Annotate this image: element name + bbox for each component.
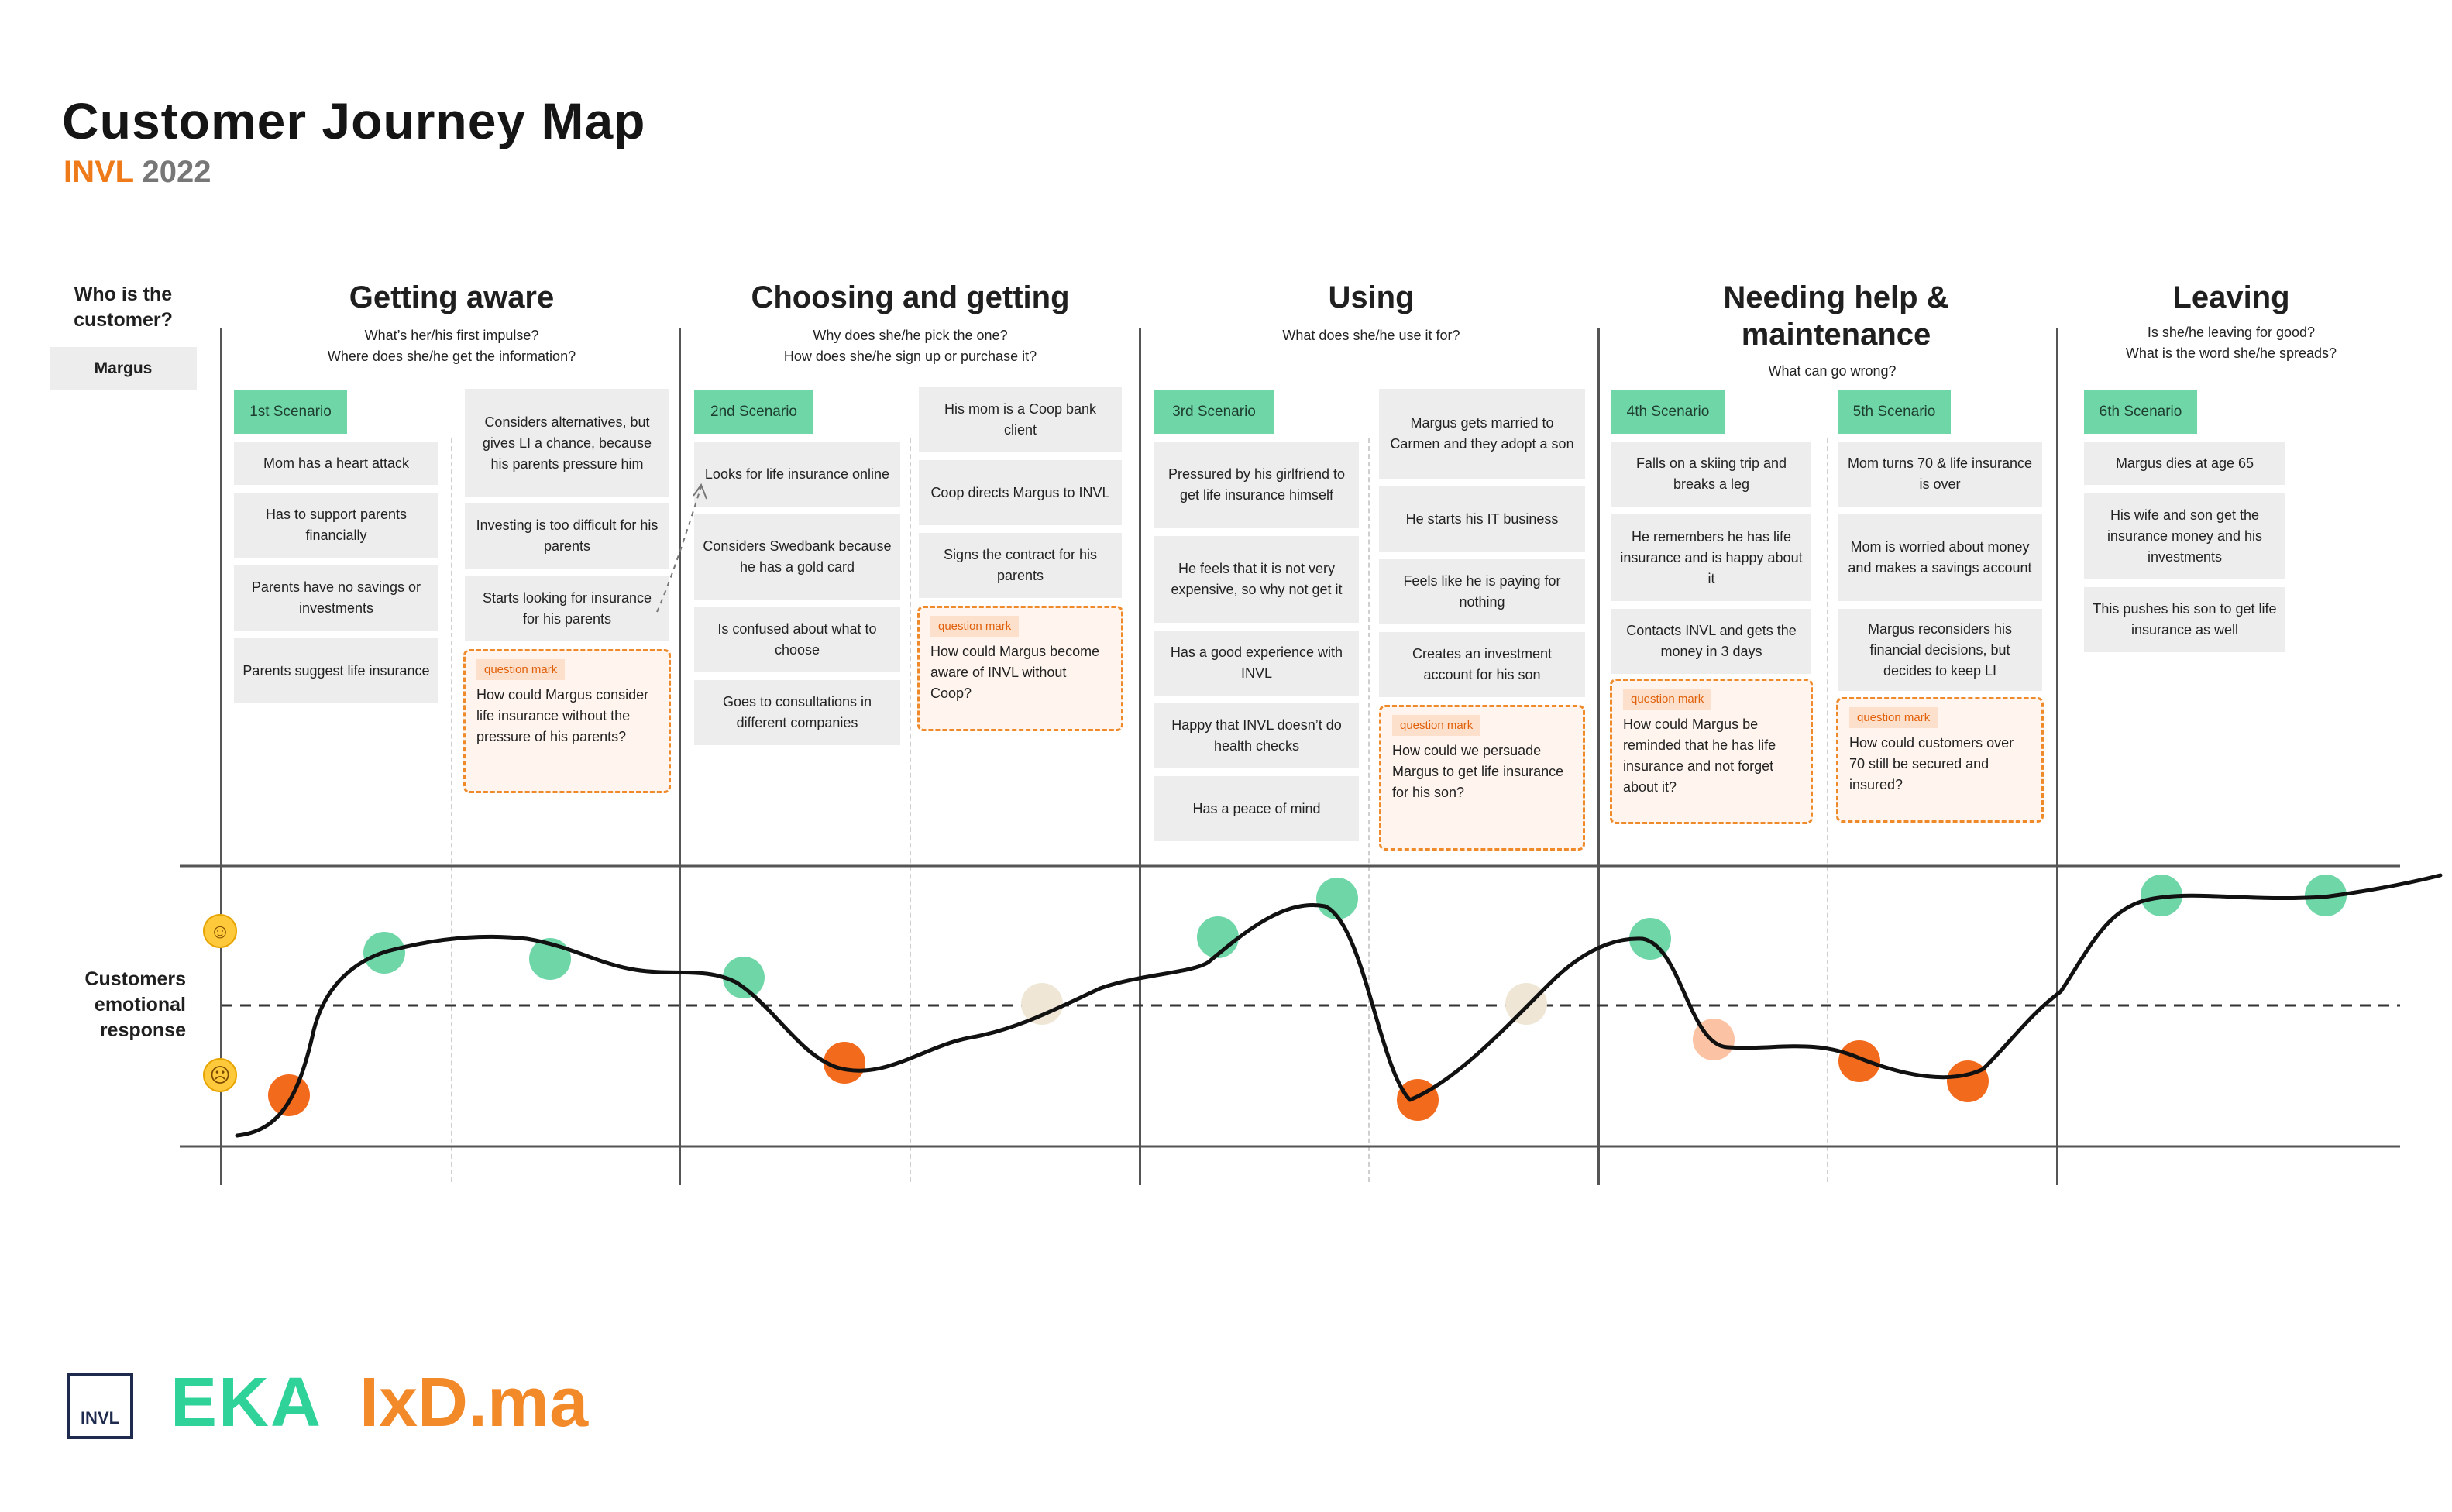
- page-subtitle: INVL 2022: [64, 155, 211, 190]
- column-divider: [451, 438, 452, 1182]
- stage-questions: Is she/he leaving for good? What is the …: [2125, 325, 2337, 361]
- emotion-point-negative: [824, 1042, 865, 1084]
- question-card: question mark How could Margus become aw…: [917, 606, 1123, 731]
- emotion-point-negative: [268, 1074, 310, 1116]
- journey-card: Margus reconsiders his financial decisio…: [1838, 609, 2042, 691]
- emotion-point-neutral: [1505, 983, 1547, 1025]
- journey-card: Margus gets married to Carmen and they a…: [1379, 389, 1585, 479]
- journey-card: He starts his IT business: [1379, 486, 1585, 552]
- journey-card: Happy that INVL doesn’t do health checks: [1154, 703, 1359, 768]
- scenario-tag: 5th Scenario: [1838, 390, 1951, 434]
- customer-name: Margus: [50, 347, 197, 390]
- stage-divider: [679, 328, 681, 1185]
- stage-divider: [1139, 328, 1141, 1185]
- journey-card: Investing is too difficult for his paren…: [465, 503, 669, 569]
- question-tag: question mark: [1392, 715, 1481, 736]
- scenario-tag: 3rd Scenario: [1154, 390, 1274, 434]
- connector-arrow: [656, 486, 702, 613]
- journey-card: Mom has a heart attack: [234, 442, 438, 485]
- stage-divider: [220, 328, 222, 1185]
- stage-questions: Why does she/he pick the one? How does s…: [783, 328, 1037, 364]
- question-card: question mark How could Margus consider …: [463, 649, 671, 793]
- journey-card: Signs the contract for his parents: [919, 533, 1122, 598]
- arrow-head: [693, 483, 707, 500]
- journey-card: Looks for life insurance online: [694, 442, 900, 507]
- stage-title: Choosing and getting: [751, 280, 1070, 314]
- stage-divider: [2056, 328, 2058, 1185]
- journey-card: Mom turns 70 & life insurance is over: [1838, 442, 2042, 507]
- journey-card: Considers alternatives, but gives LI a c…: [465, 389, 669, 497]
- emotion-point-positive: [2141, 875, 2182, 916]
- stage-title: Using: [1328, 280, 1415, 314]
- year: 2022: [142, 155, 211, 189]
- journey-card: He feels that it is not very expensive, …: [1154, 536, 1359, 623]
- emotion-point-positive: [723, 957, 765, 998]
- question-text: How could Margus be reminded that he has…: [1623, 716, 1776, 795]
- question-text: How could we persuade Margus to get life…: [1392, 743, 1564, 800]
- journey-card: Has a good experience with INVL: [1154, 631, 1359, 696]
- journey-card: This pushes his son to get life insuranc…: [2084, 587, 2285, 652]
- journey-card: Creates an investment account for his so…: [1379, 632, 1585, 697]
- question-card: question mark How could Margus be remind…: [1610, 679, 1813, 824]
- stage-title: Leaving: [2172, 280, 2290, 314]
- emotion-point-neutral: [1021, 983, 1063, 1025]
- journey-card: Margus dies at age 65: [2084, 442, 2285, 485]
- journey-card: Contacts INVL and gets the money in 3 da…: [1611, 609, 1811, 674]
- journey-card: Goes to consultations in different compa…: [694, 680, 900, 745]
- scenario-tag: 1st Scenario: [234, 390, 347, 434]
- emotion-label: Customers emotional response: [84, 968, 186, 1041]
- scenario-tag: 4th Scenario: [1611, 390, 1725, 434]
- ixd-logo: IxD.ma: [359, 1364, 589, 1442]
- stage-divider: [1597, 328, 1600, 1185]
- journey-card: Is confused about what to choose: [694, 607, 900, 672]
- who-label: Who is the customer?: [74, 284, 173, 331]
- journey-card: Pressured by his girlfriend to get life …: [1154, 442, 1359, 528]
- stage-questions: What can go wrong?: [1768, 363, 1897, 379]
- emotion-curve: [235, 873, 2443, 1138]
- emotion-point-positive: [1316, 878, 1358, 919]
- journey-card: His mom is a Coop bank client: [919, 387, 1122, 452]
- journey-card: Considers Swedbank because he has a gold…: [694, 514, 900, 600]
- stage-questions: What does she/he use it for?: [1282, 328, 1460, 343]
- stage-title: Getting aware: [349, 280, 555, 314]
- emotion-point-negative: [1947, 1060, 1989, 1102]
- question-tag: question mark: [930, 616, 1020, 637]
- journey-card: Has a peace of mind: [1154, 776, 1359, 841]
- page-title: Customer Journey Map: [62, 92, 646, 149]
- journey-card: Has to support parents financially: [234, 493, 438, 558]
- question-text: How could Margus consider life insurance…: [476, 687, 649, 744]
- column-divider: [1368, 438, 1370, 1182]
- happy-face-icon: ☺: [203, 914, 237, 948]
- invl-logo: INVL: [67, 1373, 133, 1439]
- question-text: How could customers over 70 still be sec…: [1849, 735, 2014, 792]
- journey-card: Parents have no savings or investments: [234, 565, 438, 631]
- question-card: question mark How could customers over 7…: [1836, 697, 2044, 823]
- journey-card: Mom is worried about money and makes a s…: [1838, 514, 2042, 601]
- emotion-point-negative: [1397, 1079, 1439, 1121]
- stage-title: Needing help & maintenance: [1723, 280, 1949, 352]
- scenario-tag: 2nd Scenario: [694, 390, 813, 434]
- journey-card: His wife and son get the insurance money…: [2084, 493, 2285, 579]
- question-text: How could Margus become aware of INVL wi…: [930, 644, 1100, 701]
- brand-name: INVL: [64, 155, 134, 189]
- question-card: question mark How could we persuade Marg…: [1379, 705, 1585, 850]
- journey-card: Falls on a skiing trip and breaks a leg: [1611, 442, 1811, 507]
- question-tag: question mark: [476, 659, 566, 680]
- journey-card: Parents suggest life insurance: [234, 638, 438, 703]
- journey-card: Coop directs Margus to INVL: [919, 460, 1122, 525]
- stage-questions: What’s her/his first impulse? Where does…: [327, 328, 576, 364]
- question-tag: question mark: [1623, 689, 1712, 710]
- column-divider: [910, 438, 911, 1182]
- eka-logo: EKA: [170, 1364, 323, 1442]
- journey-card: He remembers he has life insurance and i…: [1611, 514, 1811, 601]
- journey-card: Feels like he is paying for nothing: [1379, 559, 1585, 624]
- question-tag: question mark: [1849, 707, 1938, 728]
- column-divider: [1827, 438, 1828, 1182]
- sad-face-icon: ☹: [203, 1058, 237, 1092]
- journey-card: Starts looking for insurance for his par…: [465, 576, 669, 641]
- emotion-point-negative: [1838, 1040, 1880, 1082]
- scenario-tag: 6th Scenario: [2084, 390, 2197, 434]
